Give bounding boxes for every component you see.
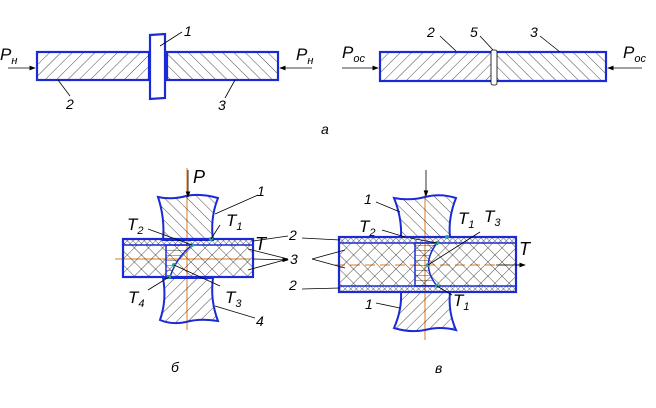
electrode-1-bottom [392, 291, 458, 333]
label-5: 5 [470, 24, 478, 40]
label-4: 4 [256, 313, 264, 329]
point-label-t1: T1 [226, 211, 243, 233]
point-label-t2: T2 [127, 215, 144, 237]
figure-b: P 1 2 3 2 4 T1 T2 T3 T4 T [115, 167, 298, 330]
caption-a: а [321, 121, 329, 137]
point-label-t3: T3 [484, 207, 501, 229]
label-3: 3 [290, 251, 298, 267]
label-1-top: 1 [364, 191, 372, 207]
point-label-t1-bottom: T1 [453, 291, 470, 313]
plate-2 [37, 52, 149, 80]
figure-a-left: Pн Pн 1 2 3 [0, 23, 313, 113]
label-2: 2 [426, 24, 435, 40]
point-t1 [445, 235, 449, 239]
skin-top [339, 237, 516, 243]
point-label-t3: T3 [225, 288, 242, 310]
label-1-bottom: 1 [365, 296, 373, 312]
label-t: T [519, 239, 532, 259]
point-label-t2: T2 [359, 217, 376, 239]
force-label-right: Pн [296, 45, 313, 67]
figure-c: 1 1 T1 T2 T3 T1 T [301, 170, 532, 340]
label-3: 3 [218, 97, 226, 113]
interlayer-5 [490, 49, 498, 86]
insert-1 [148, 32, 167, 101]
caption-b: б [171, 359, 180, 375]
label-2: 2 [65, 96, 74, 112]
figure-a-right: Pос Pос 2 5 3 [342, 24, 646, 86]
skin-bottom [339, 286, 516, 292]
force-label-left: Pос [342, 43, 365, 65]
label-1: 1 [257, 183, 265, 199]
electrode-1-top [392, 194, 458, 238]
point-label-t4: T4 [128, 288, 145, 310]
plate-3 [167, 52, 278, 80]
plate-3 [496, 52, 606, 81]
caption-c: в [435, 360, 442, 376]
core-3 [123, 245, 253, 277]
label-2: 2 [288, 227, 297, 243]
label-3: 3 [530, 24, 538, 40]
plate-2 [380, 52, 495, 81]
label-t: T [255, 234, 268, 254]
electrode-4 [158, 277, 220, 325]
electrode-1 [156, 193, 220, 241]
force-label-right: Pос [623, 43, 646, 65]
point-label-t1: T1 [458, 209, 475, 231]
force-label-p: P [193, 167, 205, 187]
skin-top [123, 239, 253, 245]
label-2-bottom: 2 [288, 277, 297, 293]
force-label-left: Pн [0, 45, 17, 67]
label-1: 1 [184, 23, 192, 39]
